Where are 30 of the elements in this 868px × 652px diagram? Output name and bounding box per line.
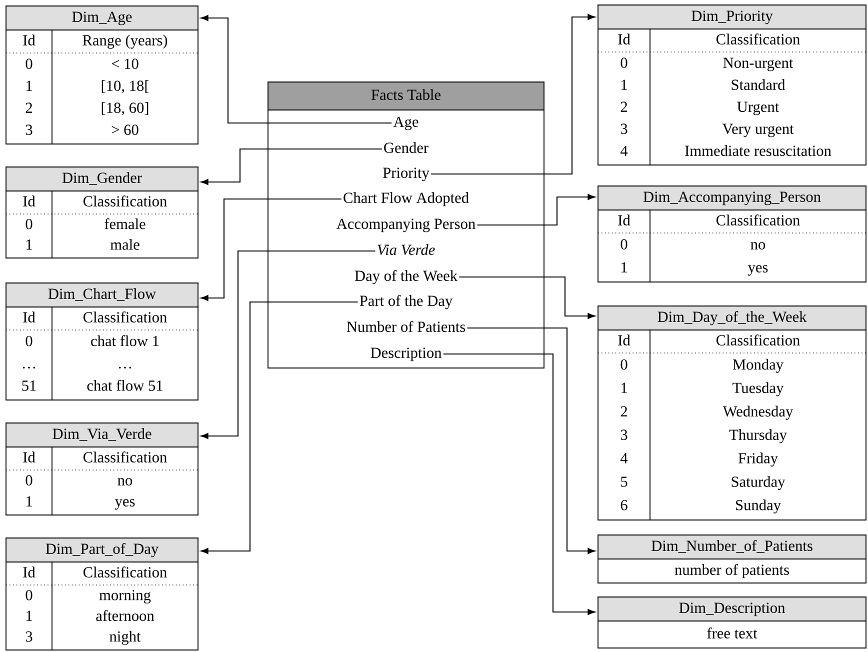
arrow (443, 353, 596, 615)
dimension-table: Dim_Gender Id Classification 0 female 1 male (6, 166, 198, 258)
dimension-table: Dim_Number_of_Patients number of patients (598, 534, 866, 584)
dimension-table: Dim_Accompanying_Person Id Classification 0 no 1 yes (598, 186, 866, 282)
arrow (431, 14, 596, 175)
dimension-table: Dim_Description free text (598, 596, 866, 648)
field-name: Number of Patients (346, 321, 466, 332)
arrow (200, 15, 392, 124)
dimension-table: Dim_Priority Id Classification 0 Non-urgent 1 Standard 2 Urgent 3 Very urgent 4 Immediate resuscitation (598, 4, 866, 166)
arrow (459, 276, 596, 319)
arrow (200, 250, 376, 439)
field-name: Priority (383, 168, 430, 182)
field-name: Accompanying Person (336, 218, 476, 232)
field-name: Gender (384, 142, 428, 153)
field-name: Description (370, 348, 442, 362)
field-name: Chart Flow Adopted (344, 192, 469, 206)
field-name: Day of the Week (354, 270, 458, 284)
dimension-table: Dim_Day_of_the_Week Id Classification 0 Monday 1 Tuesday 2 Wednesday 3 Thursday 4 Friday 5 Saturday 6 Sunday (598, 306, 866, 520)
arrow (200, 301, 358, 554)
field-name: Age (393, 116, 418, 130)
dimension-table: Dim_Part_of_Day Id Classification 0 morning 1 afternoon 3 night (6, 538, 198, 650)
arrow (200, 148, 382, 185)
field-name: Via Verde (378, 244, 435, 256)
dimension-table: Dim_Chart_Flow Id Classification 0 chat flow 1 … … 51 chat flow 51 (6, 282, 198, 400)
field-name: Part of the Day (360, 295, 453, 310)
arrow (467, 327, 596, 554)
dimension-table: Dim_Via_Verde Id Classification 0 no 1 yes (6, 422, 198, 516)
arrow (200, 198, 342, 301)
arrow (477, 194, 596, 226)
dimension-table: Dim_Age Id Range (years) 0 < 10 1 [10, 18[ 2 [18, 60] 3 > 60 (6, 6, 198, 144)
